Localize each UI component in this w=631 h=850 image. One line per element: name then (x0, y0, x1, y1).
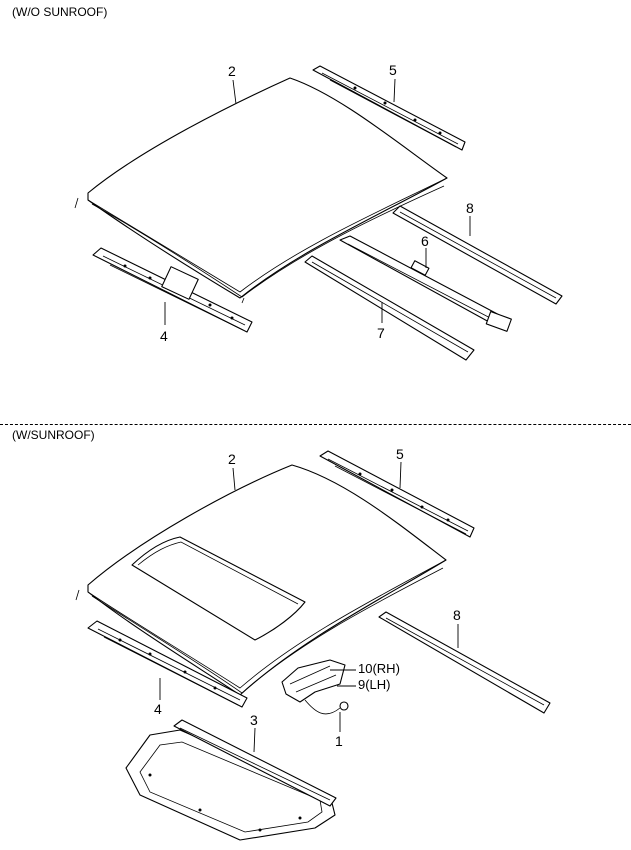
callout-8-top: 8 (466, 200, 474, 216)
callout-4-bottom: 4 (154, 701, 162, 717)
section-title-with-sunroof: (W/SUNROOF) (12, 428, 95, 442)
sunroof-bracket (281, 659, 346, 703)
callout-3-bottom: 3 (250, 712, 258, 728)
front-roof-rail (312, 65, 466, 151)
roof-bow-rear (304, 255, 475, 361)
leader-line (393, 78, 396, 103)
callout-10-rh: 10(RH) (358, 661, 400, 676)
callout-5-top: 5 (389, 62, 397, 78)
callout-9-lh: 9(LH) (358, 677, 391, 692)
callout-2-top: 2 (228, 63, 236, 79)
roof-bow-front-sunroof (378, 611, 551, 714)
callout-5-bottom: 5 (396, 446, 404, 462)
leader-line (232, 79, 237, 105)
leader-line (232, 467, 236, 491)
front-roof-rail-sunroof (319, 450, 475, 538)
drain-hose-bolt (304, 699, 349, 715)
rear-roof-rail (92, 247, 253, 333)
leader-line (253, 727, 256, 753)
roof-panel (74, 77, 448, 304)
sunroof-frame (125, 719, 337, 841)
callout-6-top: 6 (421, 233, 429, 249)
leader-line (399, 461, 402, 489)
section-divider (0, 424, 631, 425)
callout-2-bottom: 2 (228, 451, 236, 467)
callout-8-bottom: 8 (453, 607, 461, 623)
roof-bow-front (392, 205, 563, 305)
callout-1-bottom: 1 (335, 733, 343, 749)
callout-4-top: 4 (160, 328, 168, 344)
roof-panel-sunroof (75, 464, 447, 696)
roof-bow-center (339, 235, 512, 332)
rear-roof-rail-sunroof (87, 620, 248, 708)
callout-7-top: 7 (377, 325, 385, 341)
section-title-without-sunroof: (W/O SUNROOF) (12, 5, 108, 19)
